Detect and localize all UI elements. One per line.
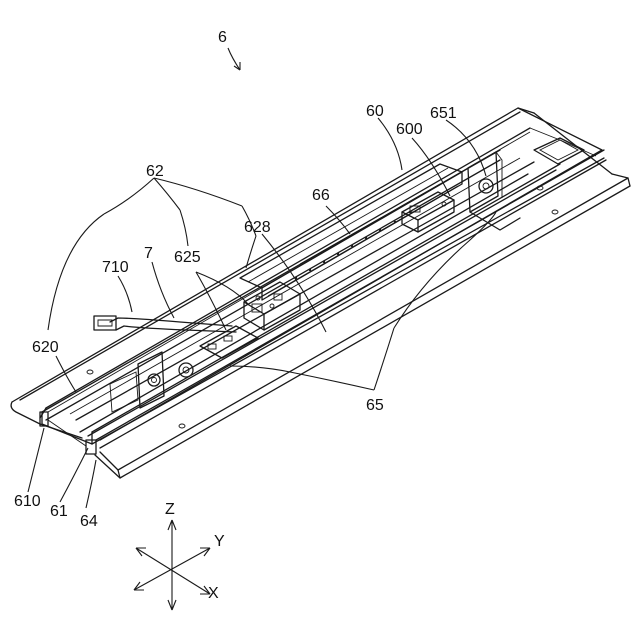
label-600: 600	[396, 121, 423, 138]
label-651: 651	[430, 105, 457, 122]
label-66: 66	[312, 187, 330, 204]
axis-label-x: X	[208, 585, 219, 602]
label-62: 62	[146, 163, 164, 180]
label-620: 620	[32, 339, 59, 356]
axis-indicator	[134, 520, 210, 610]
label-625: 625	[174, 249, 201, 266]
label-7: 7	[144, 245, 153, 262]
label-628: 628	[244, 219, 271, 236]
label-64: 64	[80, 513, 98, 530]
outer-tray	[11, 108, 630, 478]
label-61: 61	[50, 503, 68, 520]
end-connector	[534, 138, 584, 164]
support-left	[110, 352, 164, 412]
axis-label-z: Z	[165, 501, 175, 518]
labels: 6 60 600 651 62 66 628 625 7 710 620 65 …	[14, 29, 457, 602]
label-65: 65	[366, 397, 384, 414]
label-710: 710	[102, 259, 129, 276]
label-610: 610	[14, 493, 41, 510]
label-6: 6	[218, 29, 227, 46]
label-60: 60	[366, 103, 384, 120]
axis-label-y: Y	[214, 533, 225, 550]
